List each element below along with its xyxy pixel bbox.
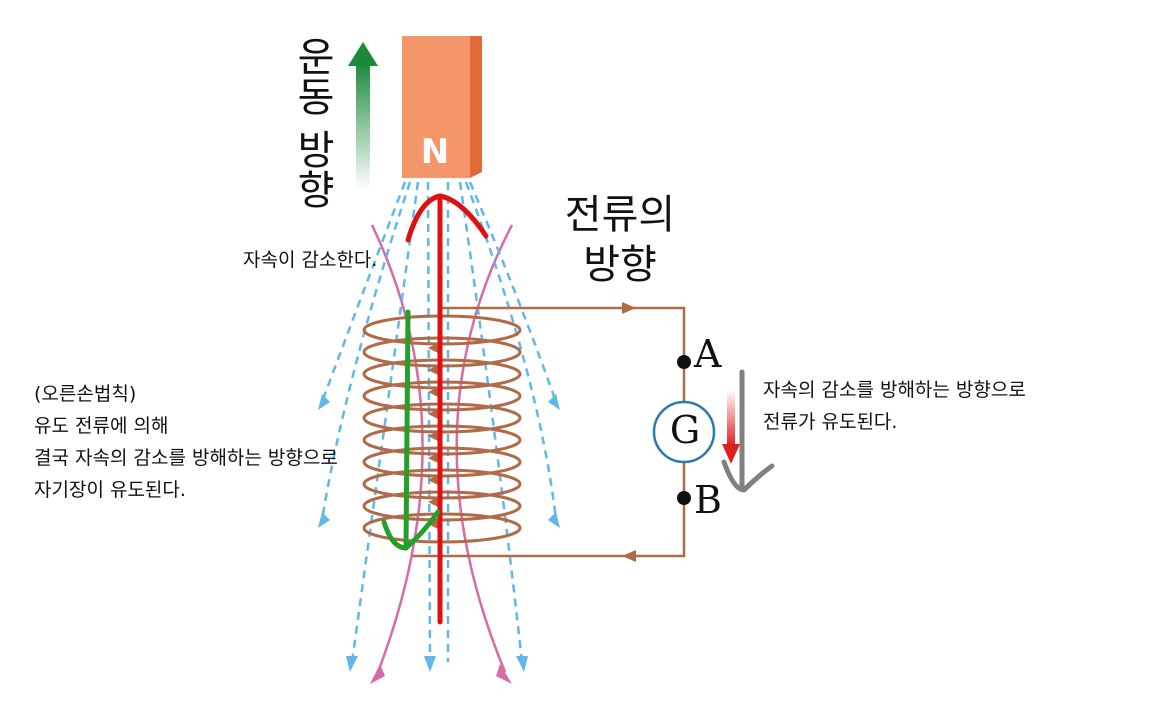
terminal-a-label: A: [694, 332, 722, 376]
motion-direction-label: 운동 방향: [289, 36, 335, 209]
current-induced-line: 전류가 유도된다.: [763, 411, 898, 433]
bar-magnet: [402, 36, 482, 178]
terminal-b-label: B: [694, 478, 722, 522]
coil-current-arrows: [428, 342, 440, 530]
right-hand-rule-block: (오른손법칙) 유도 전류에 의해 결국 자속의 감소를 방해하는 방향으로 자…: [34, 378, 338, 506]
right-hand-rule-line: 유도 전류에 의해: [34, 415, 169, 437]
motion-direction-arrow: [348, 42, 378, 190]
current-induced-line: 자속의 감소를 방해하는 방향으로: [763, 379, 1026, 401]
current-induced-block: 자속의 감소를 방해하는 방향으로 전류가 유도된다.: [763, 374, 1026, 438]
pink-field-lines: [370, 224, 514, 684]
right-hand-rule-line: 자기장이 유도된다.: [34, 479, 186, 501]
terminal-b-dot: [677, 491, 691, 505]
galvanometer-circle: [652, 400, 716, 464]
green-downward-arrow: [381, 309, 441, 551]
gray-downward-arrow: [721, 369, 775, 493]
right-hand-rule-line: 결국 자속의 감소를 방해하는 방향으로: [34, 447, 338, 469]
small-red-arrow: [722, 390, 740, 464]
blue-field-lines: [320, 181, 558, 663]
circuit-wire-arrows: [622, 302, 636, 562]
galvanometer-label: G: [669, 408, 701, 452]
flux-decrease-label: 자속이 감소한다.: [243, 249, 378, 271]
terminal-a-dot: [677, 355, 691, 369]
right-hand-rule-title: (오른손법칙): [34, 383, 137, 405]
blue-field-arrowheads: [318, 394, 560, 672]
red-upward-arrow: [405, 193, 489, 625]
current-direction-label: 전류의 방향: [564, 192, 676, 288]
magnet-pole-label: N: [420, 132, 450, 172]
